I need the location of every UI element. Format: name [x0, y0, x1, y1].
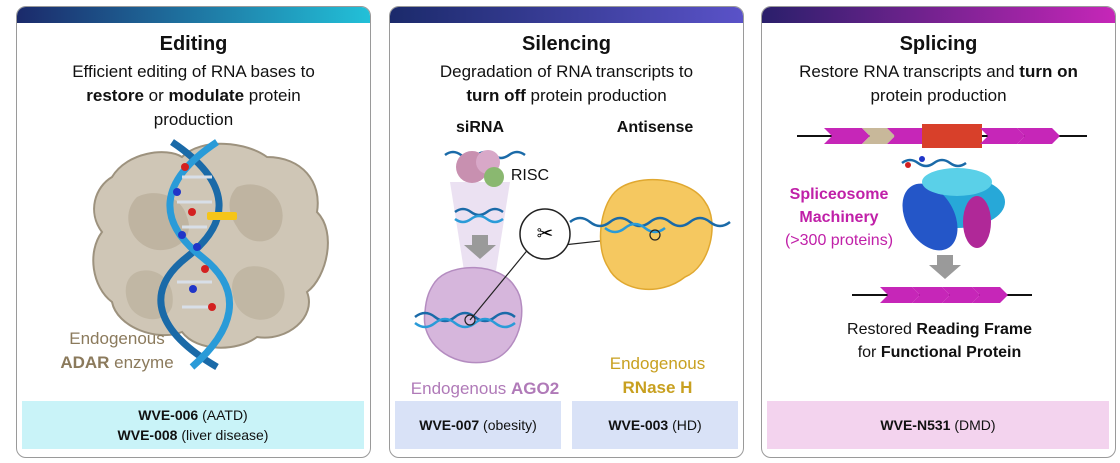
editing-panel: Editing Efficient editing of RNA bases t…	[16, 6, 371, 458]
splicing-program-box: WVE-N531 (DMD)	[767, 401, 1109, 449]
splicing-header-bar	[762, 7, 1115, 23]
program-code-wve006: WVE-006	[138, 407, 199, 423]
silencing-illustration: ✂	[414, 150, 731, 364]
silencing-program-box-2: WVE-003 (HD)	[572, 401, 738, 449]
adar-enzyme-illustration	[92, 139, 329, 371]
risc-label: RISC	[510, 167, 550, 184]
spliceosome-complex	[902, 168, 1005, 251]
sirna-label: siRNA	[455, 119, 504, 136]
silencing-header-bar	[390, 7, 743, 23]
restored-frame-label: Restored Reading Frame for Functional Pr…	[847, 321, 1032, 361]
mature-mrna-exons	[880, 287, 1008, 303]
splicing-illustration	[797, 124, 1087, 303]
ago2-label: Endogenous AGO2	[410, 379, 560, 398]
silencing-description: Degradation of RNA transcripts to turn o…	[439, 62, 694, 105]
antisense-label: Antisense	[616, 119, 694, 136]
risc-complex	[456, 150, 504, 187]
silencing-title: Silencing	[522, 33, 611, 55]
rna-helix	[157, 139, 237, 371]
down-arrow-icon	[929, 255, 961, 279]
editing-description: Efficient editing of RNA bases to restor…	[72, 62, 315, 129]
down-arrow-icon	[464, 235, 496, 259]
svg-text:✂: ✂	[537, 221, 554, 245]
spliceosome-label: Spliceosome Machinery (>300 proteins)	[784, 186, 894, 249]
scissors-icon	[519, 208, 571, 260]
rnase-h-label: Endogenous RNase H	[609, 354, 706, 397]
splicing-title: Splicing	[899, 33, 978, 55]
adar-enzyme-label: Endogenous ADAR enzyme	[60, 329, 174, 372]
program-code-wve008: WVE-008	[117, 427, 178, 443]
silencing-program-box-1: WVE-007 (obesity)	[395, 401, 561, 449]
splicing-panel: Splicing Restore RNA transcripts and tur…	[761, 6, 1116, 458]
pre-mrna-exons	[824, 124, 1060, 148]
splicing-description: Restore RNA transcripts and turn on prot…	[799, 62, 1078, 105]
editing-program-box: WVE-006 (AATD) WVE-008 (liver disease)	[22, 401, 364, 449]
rnase-h-protein	[599, 179, 713, 290]
editing-title: Editing	[159, 33, 228, 55]
editing-header-bar	[17, 7, 370, 23]
silencing-panel: Silencing Degradation of RNA transcripts…	[389, 6, 744, 458]
